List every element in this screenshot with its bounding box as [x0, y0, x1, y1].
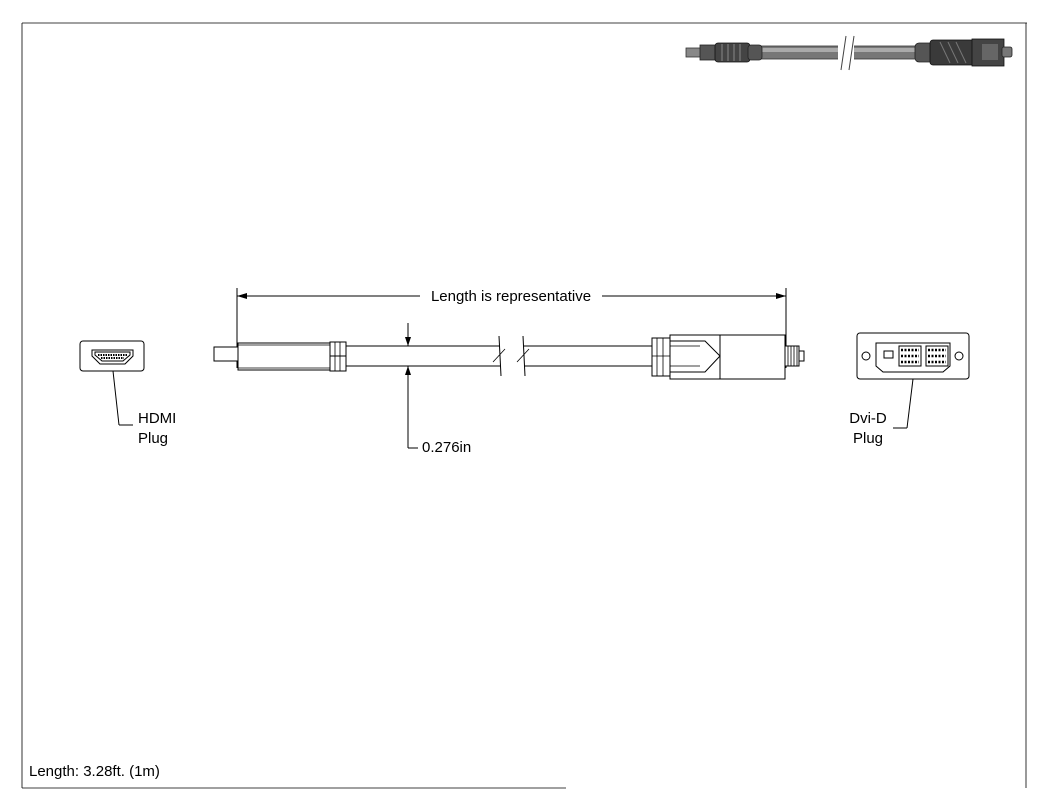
dvi-label-line1: Dvi-D	[849, 410, 887, 427]
cable-side-view	[213, 334, 805, 380]
cable-preview-image	[685, 35, 1013, 71]
diameter-dimension	[405, 323, 418, 449]
hdmi-label-line2: Plug	[138, 430, 168, 447]
cable-length-spec: Length: 3.28ft. (1m)	[29, 763, 160, 780]
diameter-label: 0.276in	[422, 439, 471, 456]
dvi-end-view	[856, 332, 970, 429]
dvi-label-line2: Plug	[853, 430, 883, 447]
sheet-frame	[21, 22, 1027, 789]
hdmi-label-line1: HDMI	[138, 410, 176, 427]
hdmi-end-view	[79, 340, 145, 426]
length-note: Length is representative	[431, 288, 591, 305]
